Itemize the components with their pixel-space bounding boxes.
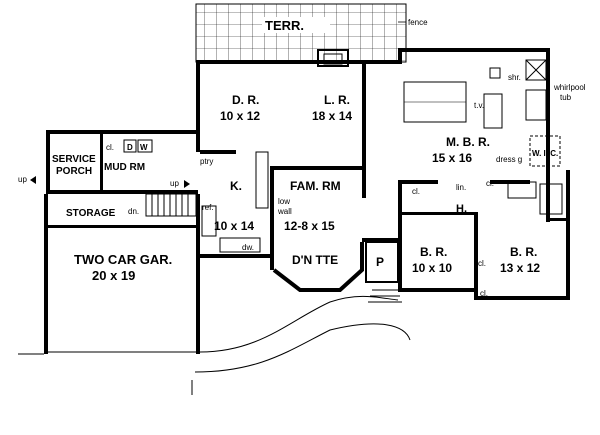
bed [403,81,467,123]
closet-label-mbr: cl. [412,187,420,196]
driveway [18,295,411,395]
bedroom-3-dimensions: 13 x 12 [500,261,540,275]
low-wall-label-2: wall [277,207,292,216]
kitchen-label: K. [230,179,242,193]
service-label: SERVICE [52,154,96,165]
fireplace [317,49,349,67]
shower-label: shr. [508,73,521,82]
porch-entry-label: P [376,255,384,269]
tv-label: t.v. [474,101,484,110]
terrace: TERR. fence [195,3,428,63]
closet-label-br2: cl. [478,259,486,268]
hall-label: H. [456,203,467,215]
walk-in-closet-label: W. I. C. [532,149,558,158]
porch-label: PORCH [56,166,92,177]
whirlpool-label: whirlpool [553,83,586,92]
terrace-label: TERR. [265,18,304,33]
family-room-dimensions: 12-8 x 15 [284,219,335,233]
living-room-dimensions: 18 x 14 [312,109,352,123]
master-bedroom-label: M. B. R. [446,135,490,149]
linen-label: lin. [456,183,466,192]
fence-label: fence [408,18,428,27]
closet-label-mud: cl. [106,143,114,152]
up-label-stairs: up [170,179,179,188]
dressing-label: dress g [496,155,522,164]
family-room-label: FAM. RM [290,179,341,193]
dinette-bay [272,242,364,292]
garage-dimensions: 20 x 19 [92,268,135,283]
dining-room-label: D. R. [232,93,259,107]
arrows [30,176,190,188]
closet-label-hall: cl. [486,179,494,188]
porch [365,241,402,303]
mud-room-label: MUD RM [104,162,145,173]
dining-room-dimensions: 10 x 12 [220,109,260,123]
up-label-service: up [18,175,27,184]
dinette-label: D'N TTE [292,253,338,267]
kitchen-counters [201,151,269,253]
tub-label: tub [560,93,572,102]
down-label: dn. [128,207,139,216]
arrow-icon [30,176,36,184]
bedroom-3-label: B. R. [510,245,537,259]
stairs [145,193,197,217]
master-bedroom-dimensions: 15 x 16 [432,151,472,165]
storage-label: STORAGE [66,208,116,219]
refrigerator-label: ref. [202,203,214,212]
living-room-label: L. R. [324,93,350,107]
low-wall-label-1: low [278,197,290,206]
washer-label: W [140,143,148,152]
pantry-label: ptry [200,157,213,166]
closet-label-br3: cl. [480,289,488,298]
arrow-icon [184,180,190,188]
master-bath-fixtures [483,59,563,215]
garage-label: TWO CAR GAR. [74,252,172,267]
bedroom-2-label: B. R. [420,245,447,259]
kitchen-dimensions: 10 x 14 [214,219,254,233]
room-labels: D. R. 10 x 12 L. R. 18 x 14 M. B. R. 15 … [18,73,586,298]
dishwasher-label: dw. [242,243,254,252]
dryer-label: D [127,143,133,152]
bedroom-2-dimensions: 10 x 10 [412,261,452,275]
